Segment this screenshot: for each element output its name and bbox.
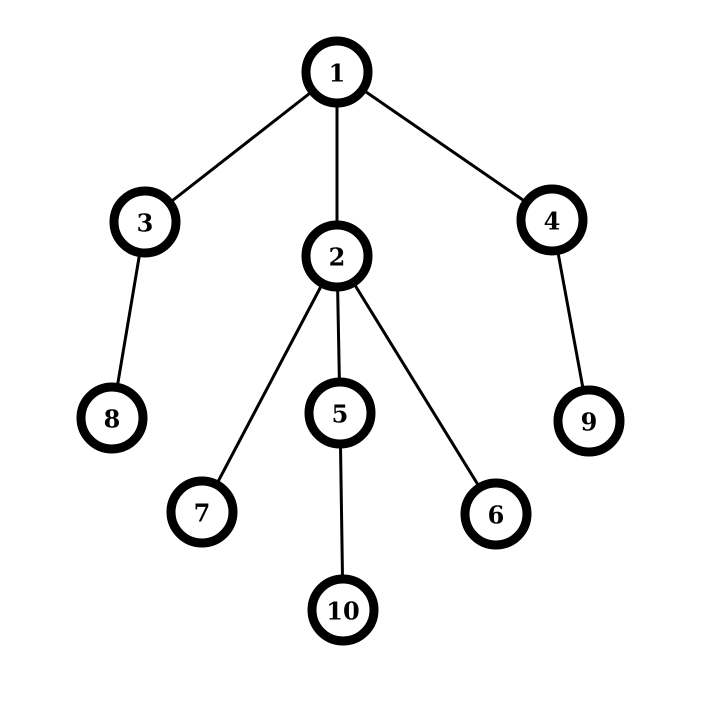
node-label: 3 <box>137 209 154 238</box>
node-label: 2 <box>329 243 346 272</box>
edge-2-7 <box>200 254 339 514</box>
node-label: 7 <box>194 499 211 528</box>
node-6: 6 <box>460 478 532 550</box>
node-9: 9 <box>553 385 625 457</box>
node-label: 4 <box>544 207 561 236</box>
node-circle <box>516 184 588 256</box>
node-circle <box>109 186 181 258</box>
node-circle <box>301 220 373 292</box>
node-label: 9 <box>581 408 598 437</box>
node-label: 6 <box>488 501 505 530</box>
edge-1-4 <box>335 70 554 222</box>
node-circle <box>553 385 625 457</box>
node-8: 8 <box>76 382 148 454</box>
node-label: 10 <box>326 597 359 626</box>
node-7: 7 <box>166 476 238 548</box>
edge-1-3 <box>143 70 339 224</box>
node-circle <box>460 478 532 550</box>
node-label: 5 <box>332 400 349 429</box>
node-5: 5 <box>304 377 376 449</box>
node-circle <box>76 382 148 454</box>
node-3: 3 <box>109 186 181 258</box>
node-label: 1 <box>329 59 346 88</box>
node-4: 4 <box>516 184 588 256</box>
node-circle <box>166 476 238 548</box>
node-circle <box>307 574 379 646</box>
node-label: 8 <box>104 405 121 434</box>
node-10: 10 <box>307 574 379 646</box>
node-2: 2 <box>301 220 373 292</box>
node-circle <box>304 377 376 449</box>
edge-2-6 <box>335 254 498 516</box>
nodes-layer: 1 2 3 4 5 6 7 8 9 10 <box>76 36 625 646</box>
node-circle <box>301 36 373 108</box>
node-1: 1 <box>301 36 373 108</box>
